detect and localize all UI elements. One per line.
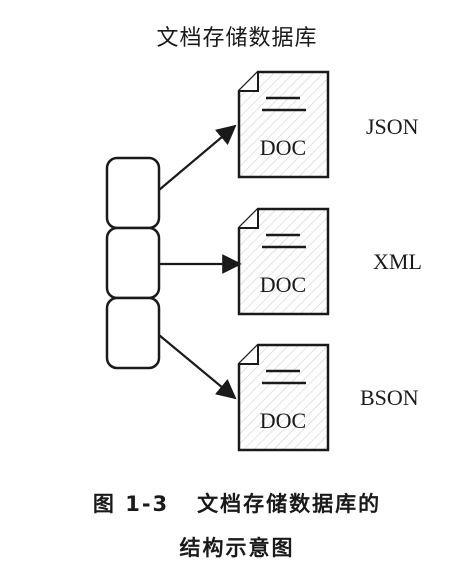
store-stack — [105, 156, 161, 370]
format-label-bson: BSON — [360, 385, 419, 410]
figure-caption-line-1: 图 1-3 文档存储数据库的 — [92, 492, 382, 516]
store-cell-3 — [105, 296, 161, 370]
format-label-json: JSON — [366, 114, 419, 139]
doc-label: DOC — [260, 135, 306, 160]
arrow-to-doc-3 — [158, 334, 237, 400]
store-cell-2 — [105, 226, 161, 300]
document-2: DOC — [237, 207, 330, 316]
format-label-xml: XML — [373, 249, 422, 274]
figure-caption-line-2: 结构示意图 — [179, 536, 295, 560]
doc-label: DOC — [260, 408, 306, 433]
document-3: DOC — [237, 343, 330, 452]
store-cell-1 — [105, 156, 161, 230]
doc-label: DOC — [260, 272, 306, 297]
arrow-to-doc-1 — [158, 124, 237, 191]
diagram-title: 文档存储数据库 — [156, 26, 318, 51]
document-1: DOC — [237, 70, 330, 179]
